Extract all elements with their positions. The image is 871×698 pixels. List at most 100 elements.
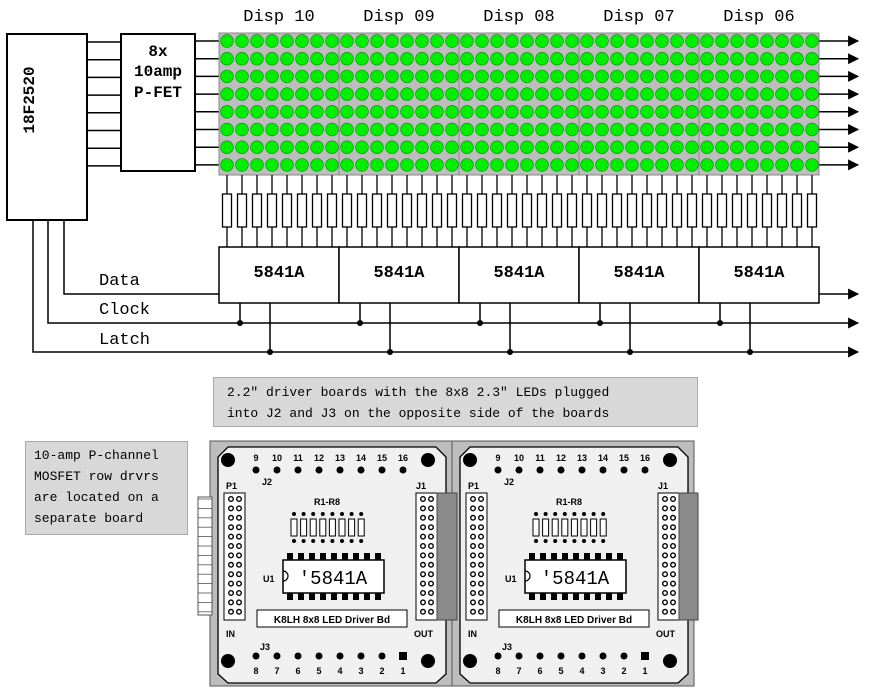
led [355, 69, 369, 84]
j1-pin [427, 599, 434, 606]
display-label: Disp 07 [603, 8, 674, 27]
j2-pin [336, 466, 344, 474]
rnet-resistor [599, 518, 607, 537]
p1-pin [470, 524, 477, 531]
j2-pin [494, 466, 502, 474]
led [280, 140, 294, 154]
j1-pin [419, 571, 426, 578]
p1-pin [478, 505, 485, 512]
led [370, 105, 384, 119]
j3-pin-number: 5 [558, 666, 563, 676]
led [490, 87, 504, 101]
led [400, 34, 414, 48]
led [505, 69, 519, 84]
p1-pin [228, 552, 235, 559]
resistor [431, 193, 443, 228]
led [325, 69, 339, 84]
led [535, 122, 549, 137]
led [790, 122, 804, 137]
j2-pin [252, 466, 260, 474]
led [745, 158, 759, 172]
j2-pin [536, 466, 544, 474]
rnet-pad [534, 539, 538, 543]
display-label: Disp 09 [363, 8, 434, 27]
led [310, 34, 324, 48]
rnet-pad [330, 539, 335, 543]
resistor [446, 193, 458, 228]
j2-pin-number: 15 [619, 453, 629, 463]
led [325, 87, 339, 101]
rnet-resistor [300, 518, 308, 537]
input-connector [197, 496, 213, 616]
led [790, 140, 804, 154]
resistor [641, 193, 653, 228]
led [460, 140, 474, 154]
mounting-hole [663, 654, 677, 668]
resistor [281, 193, 293, 228]
led [505, 34, 519, 48]
chip-pin [309, 593, 315, 600]
j3-pin-number: 5 [316, 666, 321, 676]
p1-pin [470, 552, 477, 559]
p1-pin [236, 571, 243, 578]
j1-pin [419, 561, 426, 568]
led [535, 51, 549, 66]
led [655, 51, 669, 66]
latch-junction [627, 349, 633, 355]
mcu-label: 18F2520 [21, 66, 39, 133]
led [610, 158, 624, 172]
signal-label-data: Data [99, 272, 140, 291]
mosfet-note-line-3: are located on a [34, 490, 159, 505]
led [520, 87, 534, 101]
led [340, 122, 354, 137]
board-caption: K8LH 8x8 LED Driver Bd [274, 615, 390, 626]
resistor [701, 193, 713, 228]
led [685, 158, 699, 172]
led [220, 122, 234, 137]
mcu-to-driver-lines [87, 41, 121, 167]
shift-register-box [578, 246, 700, 304]
driver-label-3: P-FET [134, 84, 182, 102]
j2-label: J2 [504, 477, 514, 487]
j1-pin [669, 552, 676, 559]
chip-pin [287, 593, 293, 600]
j2-pin [641, 466, 649, 474]
led [685, 140, 699, 154]
p1-pin [478, 599, 485, 606]
led [430, 34, 444, 48]
j3-pin [294, 652, 302, 660]
led [700, 87, 714, 101]
led [550, 34, 564, 48]
led [625, 140, 639, 154]
led [685, 87, 699, 101]
j1-pin [669, 608, 676, 615]
led [640, 34, 654, 48]
led [670, 122, 684, 137]
p1-pin [236, 496, 243, 503]
led [340, 69, 354, 84]
p1-pin [470, 608, 477, 615]
j2-pin-number: 9 [495, 453, 500, 463]
j3-pin-number: 4 [579, 666, 584, 676]
led [340, 105, 354, 119]
led [565, 51, 579, 66]
led [370, 69, 384, 84]
j1-pin [427, 543, 434, 550]
j3-pin [536, 652, 544, 660]
rnet-pad [543, 539, 548, 543]
led [220, 34, 234, 48]
led [385, 140, 399, 154]
signal-junctions [237, 320, 753, 355]
p1-pin [236, 524, 243, 531]
led [505, 105, 519, 119]
led [655, 140, 669, 154]
j1-label: J1 [416, 481, 426, 491]
led [580, 105, 594, 119]
led [370, 158, 384, 172]
j1-pin [661, 505, 668, 512]
led [700, 105, 714, 119]
shift-register-label: 5841A [493, 264, 545, 283]
